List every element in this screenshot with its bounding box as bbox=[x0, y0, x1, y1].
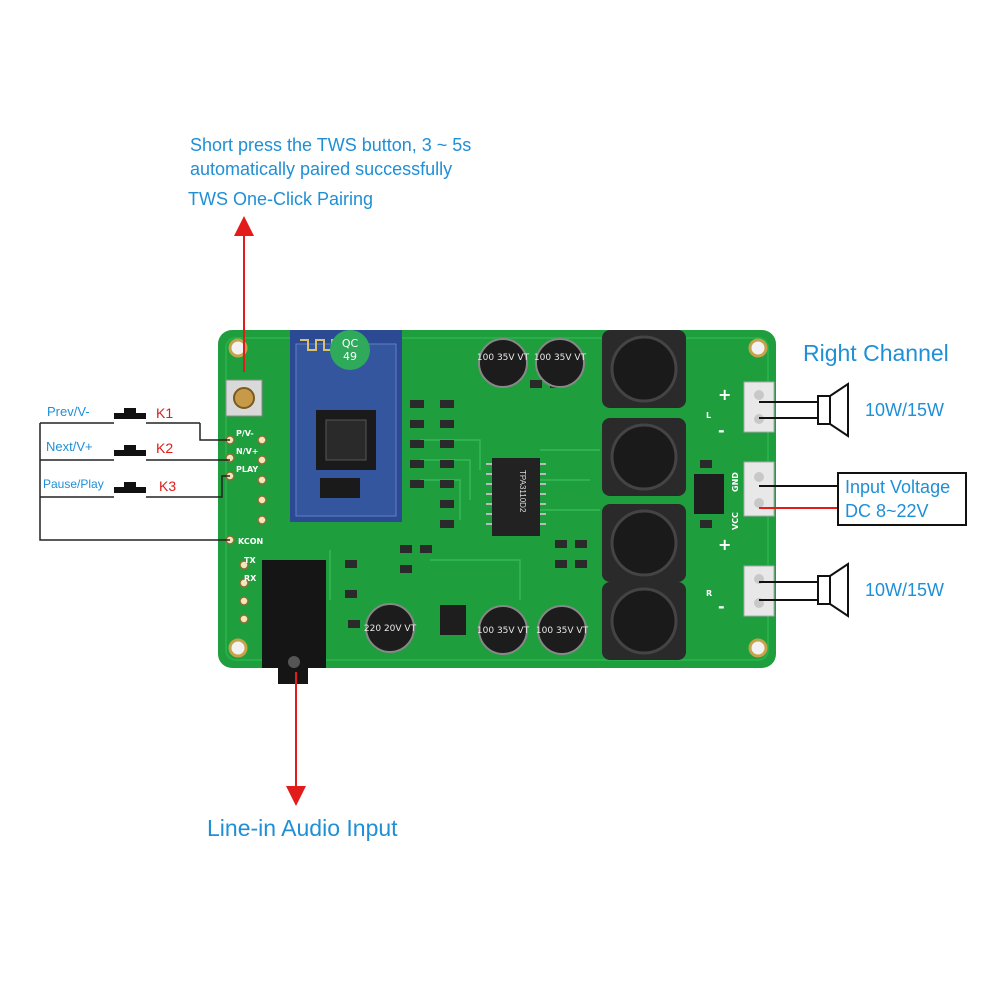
terminal-right-channel bbox=[743, 565, 775, 617]
speaker-icon-bottom bbox=[817, 562, 849, 618]
silk-pv: P/V- bbox=[236, 429, 254, 438]
svg-text:100 35V VT: 100 35V VT bbox=[536, 626, 589, 636]
key-k2: K2 bbox=[156, 440, 174, 456]
silk-plus-l: + bbox=[718, 385, 731, 404]
silk-play: PLAY bbox=[236, 465, 258, 474]
regulator bbox=[440, 605, 466, 635]
svg-text:100: 100 bbox=[632, 362, 656, 378]
key-function-play: Pause/Play bbox=[43, 477, 104, 491]
tws-title: TWS One-Click Pairing bbox=[188, 189, 374, 209]
svg-text:100 35V VT: 100 35V VT bbox=[534, 353, 587, 363]
tws-note-line2: automatically paired successfully bbox=[190, 159, 453, 179]
silk-nv: N/V+ bbox=[236, 447, 259, 456]
pin-headers bbox=[225, 435, 267, 624]
pcb-traces bbox=[329, 439, 600, 600]
speaker-wires-top bbox=[759, 401, 818, 419]
silk-rx: RX bbox=[244, 574, 257, 583]
speaker-wires-bottom bbox=[759, 581, 818, 601]
silk-tx: TX bbox=[244, 556, 256, 565]
inductor-1: 100 bbox=[602, 330, 686, 408]
key-k3: K3 bbox=[159, 478, 177, 494]
key-k1: K1 bbox=[156, 405, 174, 421]
mounting-holes bbox=[228, 338, 768, 658]
tws-note-line1: Short press the TWS button, 3 ~ 5s bbox=[190, 135, 472, 155]
svg-text:QC: QC bbox=[342, 337, 359, 350]
key-function-prev: Prev/V- bbox=[47, 404, 90, 419]
inductor-4: 100 bbox=[602, 582, 686, 660]
silk-l: L bbox=[706, 411, 711, 420]
capacitor-3: 220 20V VT bbox=[364, 603, 417, 653]
silk-kcon: KCON bbox=[238, 537, 263, 546]
audio-jack bbox=[262, 560, 326, 684]
key-wiring bbox=[39, 422, 230, 541]
svg-text:49: 49 bbox=[343, 350, 357, 363]
silk-minus-l: - bbox=[718, 421, 725, 440]
silk-r: R bbox=[706, 589, 712, 598]
input-voltage-label: Input Voltage bbox=[845, 477, 951, 497]
svg-text:100 35V VT: 100 35V VT bbox=[477, 353, 530, 363]
speaker-top-power: 10W/15W bbox=[865, 400, 945, 420]
svg-text:TPA3110D2: TPA3110D2 bbox=[518, 470, 527, 513]
bluetooth-module: QC 49 bbox=[290, 330, 402, 522]
inductor-3: 100 bbox=[602, 504, 686, 582]
svg-text:100 35V VT: 100 35V VT bbox=[477, 626, 530, 636]
capacitor-5: 100 35V VT bbox=[536, 605, 589, 655]
qc-sticker: QC 49 bbox=[330, 330, 370, 370]
mosfet bbox=[694, 474, 724, 514]
key-switches bbox=[114, 408, 146, 493]
input-voltage-range: DC 8~22V bbox=[845, 501, 929, 521]
right-channel-title: Right Channel bbox=[803, 340, 949, 366]
input-voltage-box bbox=[837, 472, 967, 526]
capacitor-4: 100 35V VT bbox=[477, 605, 530, 655]
svg-text:100: 100 bbox=[632, 450, 656, 466]
speaker-icon-top bbox=[817, 382, 849, 438]
key-function-next: Next/V+ bbox=[46, 439, 93, 454]
capacitor-2: 100 35V VT bbox=[534, 338, 587, 388]
capacitor-1: 100 35V VT bbox=[477, 338, 530, 388]
silk-gnd: GND bbox=[731, 472, 740, 492]
silk-minus-r: - bbox=[718, 597, 725, 616]
silk-vcc: VCC bbox=[731, 512, 740, 530]
speaker-bottom-power: 10W/15W bbox=[865, 580, 945, 600]
svg-text:220 20V VT: 220 20V VT bbox=[364, 624, 417, 634]
line-in-label: Line-in Audio Input bbox=[207, 815, 398, 841]
tws-button[interactable] bbox=[225, 379, 263, 417]
svg-text:100: 100 bbox=[632, 536, 656, 552]
terminal-left-channel bbox=[743, 381, 775, 433]
inductor-2: 100 bbox=[602, 418, 686, 496]
smd-parts bbox=[345, 380, 712, 628]
silk-plus-r: + bbox=[718, 535, 731, 554]
svg-text:100: 100 bbox=[632, 614, 656, 630]
amp-chip: TPA3110D2 bbox=[486, 458, 546, 536]
